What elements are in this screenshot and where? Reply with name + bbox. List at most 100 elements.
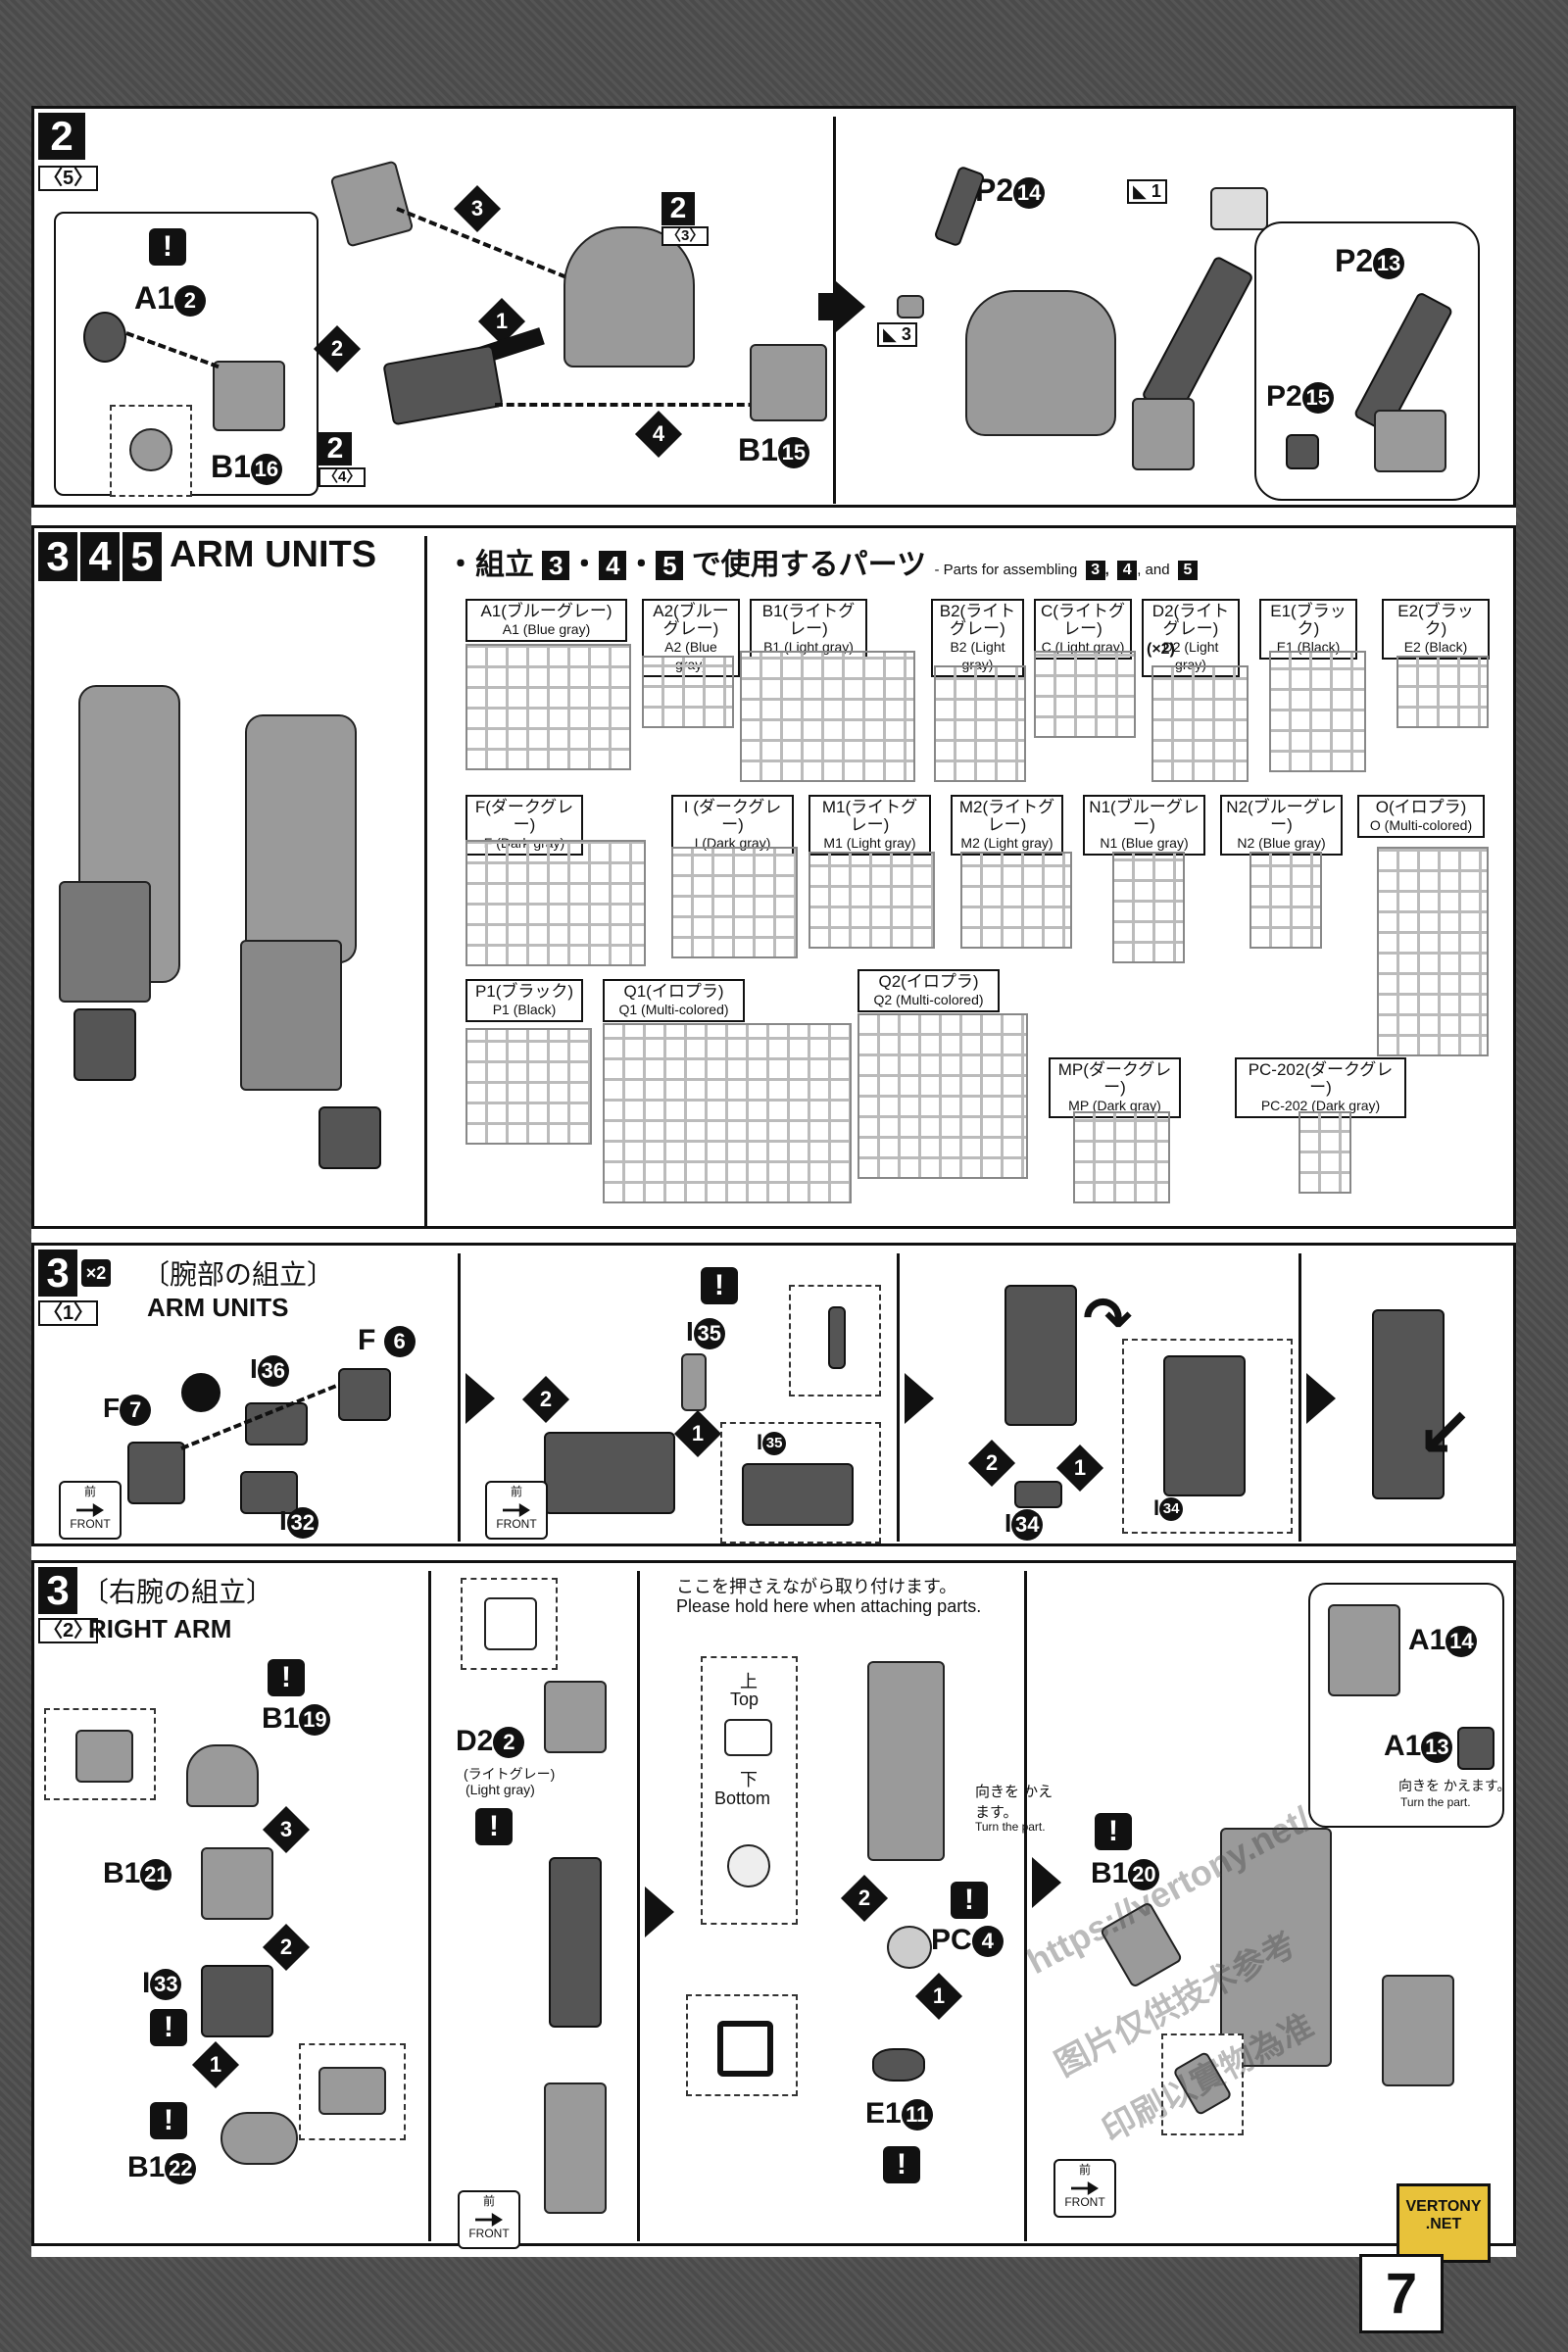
multiplier-badge: ×2 (81, 1259, 111, 1287)
step-marker-1: 1 (1055, 1444, 1104, 1493)
parts-heading: ・組立 3・4・5 で使用するパーツ - Parts for assemblin… (446, 540, 1198, 583)
step-marker-2: 2 (521, 1375, 570, 1424)
part-i34 (1014, 1481, 1062, 1508)
ref-step-number: 2 (662, 192, 695, 225)
runner-label-m1: M1(ライトグレー)M1 (Light gray) (808, 795, 931, 856)
next-arrow-tail (818, 293, 836, 320)
part-d2-2 (544, 1681, 607, 1753)
step-number: 3 (38, 1250, 77, 1297)
panel-divider (1024, 1571, 1027, 2241)
section-title-jp: 〔右腕の組立〕 (81, 1577, 274, 1607)
panel-divider (637, 1571, 640, 2241)
runner-mp (1073, 1111, 1170, 1203)
part-detail (484, 1597, 537, 1650)
part-f7 (127, 1442, 185, 1504)
runner-label-mp: MP(ダークグレー)MP (Dark gray) (1049, 1057, 1181, 1118)
step-marker-2: 2 (840, 1874, 889, 1923)
arm-forearm-front (59, 881, 151, 1003)
runner-label-m2: M2(ライトグレー)M2 (Light gray) (951, 795, 1063, 856)
caution-icon: ! (268, 1659, 305, 1696)
badge-top: VERTONY (1405, 2198, 1482, 2215)
part-f6 (338, 1368, 391, 1421)
orientation-inset: 上 Top 下 Bottom (701, 1656, 798, 1925)
runner-c (1034, 651, 1136, 738)
top-label-jp: 上 (740, 1672, 758, 1691)
step-number: 2 (38, 113, 85, 160)
runner-label-i: I (ダークグレー)I (Dark gray) (671, 795, 794, 856)
runner-o (1377, 847, 1489, 1056)
arm-column (549, 1857, 602, 2028)
step-345-panel: 3 4 5 ARM UNITS ・組立 3・4・5 で使用するパーツ - Par… (31, 525, 1516, 1229)
part-detail (318, 2067, 386, 2115)
section-title-jp: 〔腕部の組立〕 (142, 1259, 335, 1290)
detail-inset (789, 1285, 881, 1396)
arm-upper (867, 1661, 945, 1861)
part-pc4 (887, 1926, 932, 1969)
section-title: ARM UNITS (170, 534, 377, 575)
runner-f (466, 840, 646, 966)
page-number: 7 (1359, 2254, 1444, 2333)
runner-label-pc202: PC-202(ダークグレー)PC-202 (Dark gray) (1235, 1057, 1406, 1118)
runner-pc202 (1298, 1111, 1351, 1194)
part-a1-14 (1328, 1604, 1400, 1696)
next-arrow (1032, 1857, 1061, 1908)
runner-b2 (934, 665, 1026, 782)
runner-p1 (466, 1028, 592, 1145)
detail-inset (1161, 2034, 1244, 2135)
next-arrow (466, 1373, 495, 1424)
part-i32 (240, 1471, 298, 1514)
substep-number: 5 (63, 168, 74, 189)
section-title-en: ARM UNITS (147, 1293, 289, 1322)
turn-note-jp: 向きを かえます。 (975, 1784, 1054, 1821)
caution-icon: ! (150, 2009, 187, 2046)
step-marker-3: 3 (262, 1805, 311, 1854)
runner-m1 (808, 852, 935, 949)
part-i35 (681, 1353, 707, 1411)
d2-color-jp: (ライトグレー) (464, 1766, 556, 1782)
part-detail (75, 1730, 133, 1783)
arm-subassembly (544, 1432, 675, 1514)
hold-note-en: Please hold here when attaching parts. (676, 1596, 982, 1616)
step-digit: 4 (80, 532, 120, 581)
detail-inset (299, 2043, 406, 2140)
caution-icon: ! (475, 1808, 513, 1845)
panel-divider (428, 1571, 431, 2241)
part-pin (828, 1306, 846, 1369)
runner-n1 (1112, 852, 1185, 963)
runner-label-p1: P1(ブラック)P1 (Black) (466, 979, 583, 1022)
part-plate-top (329, 160, 415, 248)
part-black-cap (181, 1373, 220, 1412)
part-detail (717, 2021, 773, 2077)
step-marker-3: 3 (453, 184, 502, 233)
step-marker-4: 4 (634, 410, 683, 459)
guide-line (495, 403, 779, 407)
runner-i (671, 847, 798, 958)
ref-step-number: 2 (318, 432, 352, 466)
ref-substep: 〈3〉 (662, 226, 710, 246)
part-base (1132, 398, 1195, 470)
step-marker-2: 2 (262, 1923, 311, 1972)
runner-n2 (1250, 852, 1322, 949)
panel-divider (424, 536, 427, 1226)
part-a1-2 (83, 312, 126, 363)
bottom-label-en: Bottom (714, 1788, 771, 1808)
rotate-arrow-icon: ↙ (1416, 1395, 1474, 1471)
runner-label-q1: Q1(イロプラ)Q1 (Multi-colored) (603, 979, 745, 1022)
part-detail (1163, 1355, 1246, 1496)
